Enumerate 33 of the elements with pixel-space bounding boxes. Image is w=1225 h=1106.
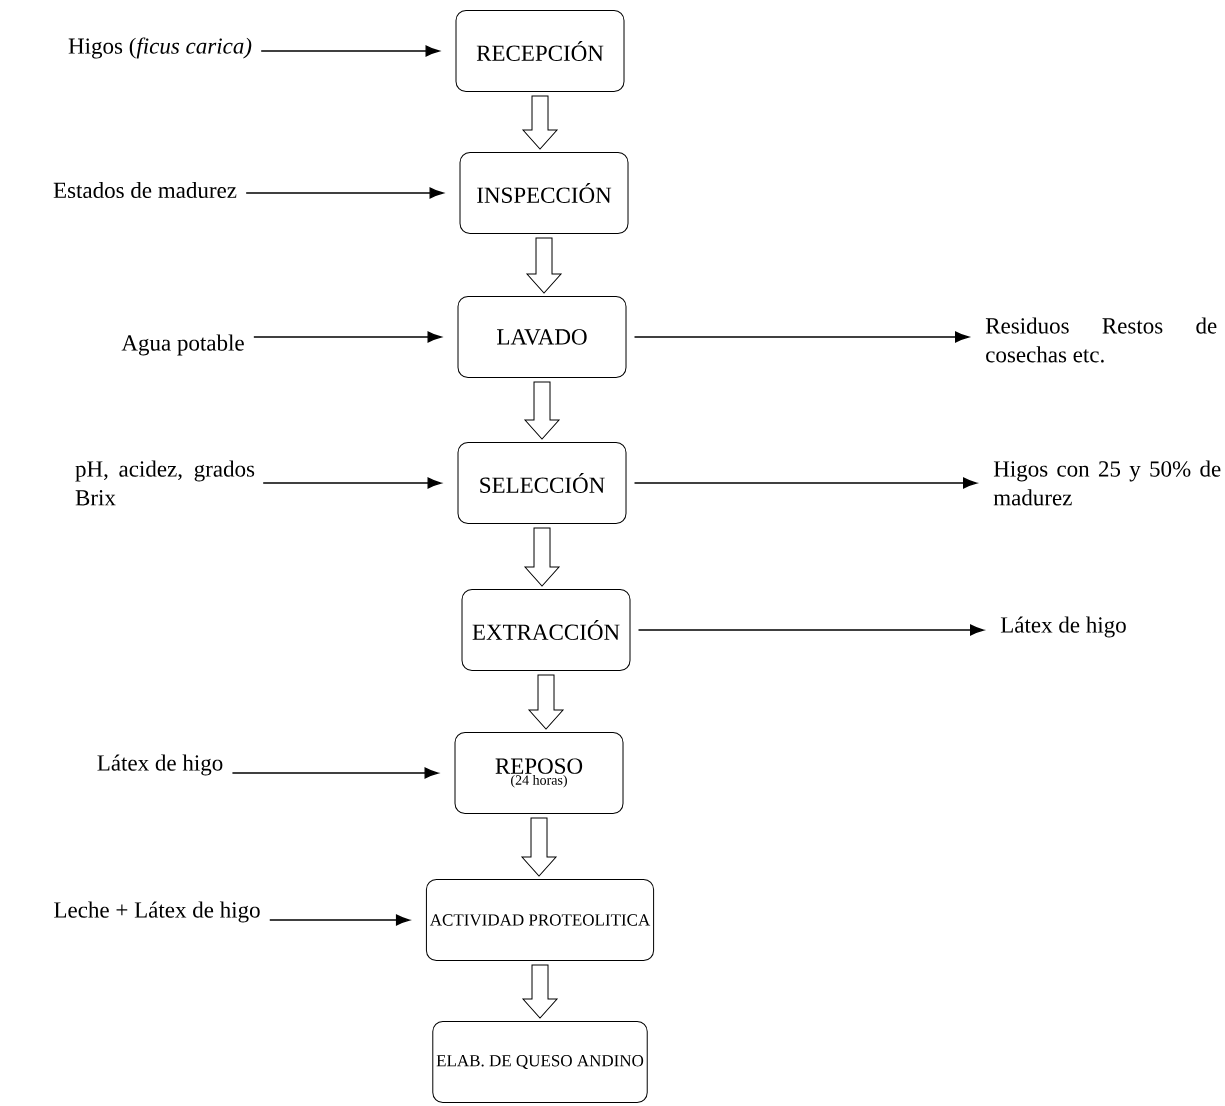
arrow xyxy=(269,914,410,926)
process-box: LAVADO xyxy=(457,296,627,378)
input-label: Látex de higo xyxy=(97,754,223,776)
arrow xyxy=(260,45,440,57)
input-label: Higos (ficus carica) xyxy=(68,37,252,59)
process-box: REPOSO (24 horas) xyxy=(454,732,624,814)
input-label: pH, acidez, grados Brix xyxy=(75,460,255,506)
input-label: Látex de higo xyxy=(1000,616,1126,638)
input-label: Estados de madurez xyxy=(53,181,237,199)
arrow xyxy=(245,187,444,199)
arrow xyxy=(637,624,984,636)
process-box: ELAB. DE QUESO ANDINO xyxy=(432,1021,648,1103)
block-arrow xyxy=(526,237,562,294)
process-box: SELECCIÓN xyxy=(457,442,627,524)
block-arrow xyxy=(521,817,557,877)
process-box: ACTIVIDAD PROTEOLITICA xyxy=(425,879,655,961)
arrow xyxy=(633,477,977,489)
process-box: EXTRACCIÓN xyxy=(461,589,631,671)
arrow xyxy=(253,331,442,343)
block-arrow xyxy=(524,381,560,440)
block-arrow xyxy=(524,527,560,587)
process-box: INSPECCIÓN xyxy=(459,152,629,234)
process-box: RECEPCIÓN xyxy=(455,10,625,92)
input-label: Leche + Látex de higo xyxy=(54,901,260,923)
arrow xyxy=(262,477,442,489)
input-label: Residuos Restos de cosechas etc. xyxy=(985,317,1217,363)
block-arrow xyxy=(522,964,558,1019)
input-label: Higos con 25 y 50% de madurez xyxy=(993,460,1221,506)
input-label: Agua potable xyxy=(121,334,244,356)
arrow xyxy=(633,331,969,343)
block-arrow xyxy=(528,674,564,730)
arrow xyxy=(231,767,439,779)
block-arrow xyxy=(522,95,558,150)
